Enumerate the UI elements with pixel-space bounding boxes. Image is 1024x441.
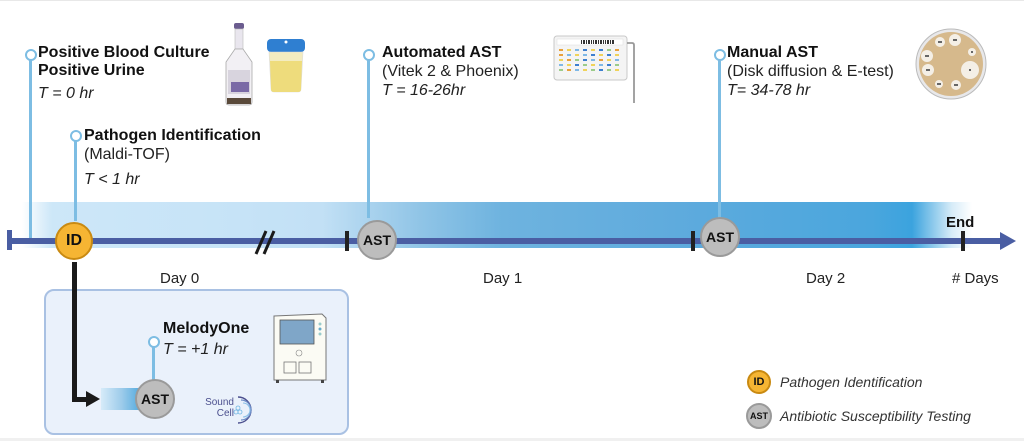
event-subtitle: (Maldi-TOF) — [84, 146, 170, 163]
melodyone-time: T = +1 hr — [163, 341, 228, 358]
soundcell-logo-text: Cell — [216, 408, 234, 419]
day-2-label: Day 2 — [806, 270, 846, 287]
manual-ast-marker: AST — [700, 217, 740, 257]
legend-item-id: ID Antibiotic Susceptibility Testing Pat… — [747, 370, 922, 394]
soundcell-logo: Sound Cell — [190, 394, 260, 426]
top-border — [0, 0, 1024, 1]
event-title: Positive Blood Culture — [38, 44, 210, 61]
stem-melodyone — [152, 345, 155, 385]
axis-start-cap — [7, 230, 12, 250]
day-1-label: Day 1 — [483, 270, 523, 287]
melodyone-title: MelodyOne — [163, 320, 250, 337]
event-time: T= 34-78 hr — [727, 82, 811, 99]
ast-card-panel-icon — [553, 35, 635, 103]
agar-petri-dish-icon — [915, 28, 987, 100]
stem-dot-manual-ast — [714, 49, 726, 61]
connector-line — [72, 262, 77, 402]
event-time: T = 16-26hr — [382, 82, 466, 99]
day-1-tick — [345, 231, 349, 251]
stem-automated-ast — [367, 58, 370, 218]
legend-item-ast: AST Antibiotic Susceptibility Testing — [746, 403, 971, 429]
days-axis-label: # Days — [952, 270, 999, 287]
end-label: End — [946, 214, 975, 231]
connector-arrow-icon — [86, 391, 100, 407]
axis-arrow-icon — [1000, 232, 1016, 250]
stem-dot-pathogen-id — [70, 130, 82, 142]
end-tick — [961, 231, 965, 251]
melodyone-event: MelodyOne T = +1 hr — [163, 320, 249, 360]
event-time: T = 0 hr — [38, 85, 94, 102]
stem-dot-blood-culture — [25, 49, 37, 61]
urine-cup-icon — [267, 39, 305, 93]
day-2-tick — [691, 231, 695, 251]
bottom-border — [0, 438, 1024, 441]
soundcell-logo-text: Sound — [205, 397, 234, 408]
event-subtitle: (Vitek 2 & Phoenix) — [382, 63, 519, 80]
timeline-axis — [8, 238, 1004, 244]
axis-break-icon — [254, 230, 276, 255]
event-title: Manual AST — [727, 44, 818, 61]
event-pathogen-identification: Pathogen Identification (Maldi-TOF) T < … — [84, 127, 261, 190]
legend-id-marker: ID — [747, 370, 771, 394]
melodyone-gradient-band — [101, 388, 143, 410]
legend-label: Pathogen Identification — [780, 374, 923, 390]
melodyone-device-icon — [273, 313, 327, 383]
event-time: T < 1 hr — [84, 171, 140, 188]
stem-blood-culture — [29, 58, 32, 238]
event-automated-ast: Automated AST (Vitek 2 & Phoenix) T = 16… — [382, 44, 519, 101]
connector-line — [72, 397, 88, 402]
event-blood-culture: Positive Blood Culture Positive Urine T … — [38, 44, 210, 104]
event-title: Positive Urine — [38, 62, 145, 79]
melodyone-ast-marker: AST — [135, 379, 175, 419]
legend-label: Antibiotic Susceptibility Testing — [780, 408, 971, 424]
blood-culture-bottle-icon — [225, 23, 253, 106]
event-subtitle: (Disk diffusion & E-test) — [727, 63, 894, 80]
event-title: Automated AST — [382, 44, 502, 61]
automated-ast-marker: AST — [357, 220, 397, 260]
soundwave-icon — [233, 396, 252, 424]
id-marker: ID — [55, 222, 93, 260]
stem-manual-ast — [718, 58, 721, 218]
stem-dot-automated-ast — [363, 49, 375, 61]
event-manual-ast: Manual AST (Disk diffusion & E-test) T= … — [727, 44, 894, 101]
legend-ast-marker: AST — [746, 403, 772, 429]
stem-pathogen-id — [74, 139, 77, 221]
stem-dot-melodyone — [148, 336, 160, 348]
day-0-label: Day 0 — [160, 270, 200, 287]
event-title: Pathogen Identification — [84, 127, 261, 144]
